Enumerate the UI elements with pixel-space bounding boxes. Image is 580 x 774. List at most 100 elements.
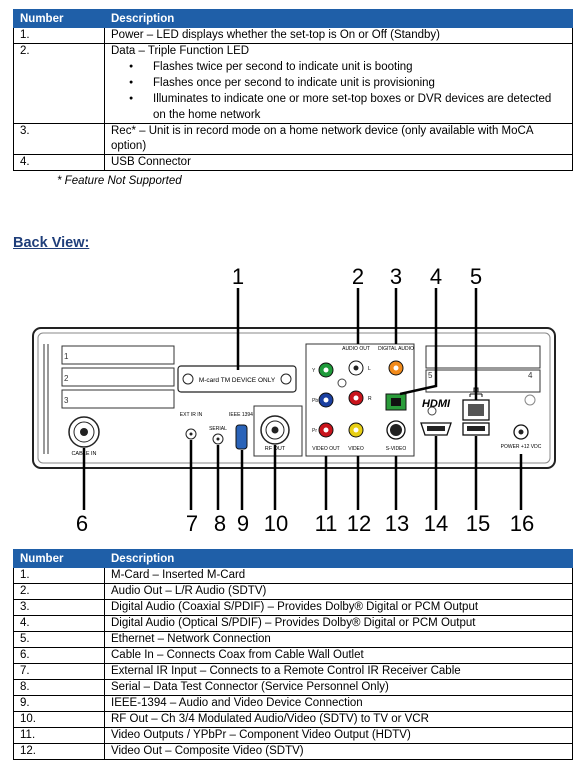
- y-label: Y: [312, 368, 316, 374]
- row-number: 1.: [13, 567, 105, 584]
- bullet-item: Illuminates to indicate one or more set-…: [129, 91, 566, 123]
- row-description: Digital Audio (Coaxial S/PDIF) – Provide…: [104, 599, 573, 616]
- row-number: 12.: [13, 743, 105, 760]
- row-number: 11.: [13, 727, 105, 744]
- row-number: 3.: [13, 123, 105, 155]
- callout-7: 7: [186, 511, 198, 536]
- video-out-label: VIDEO OUT: [312, 446, 340, 452]
- table-row: 1. Power – LED displays whether the set-…: [13, 27, 573, 44]
- table-row: 10.RF Out – Ch 3/4 Modulated Audio/Video…: [13, 711, 573, 728]
- bay-label: 5: [428, 371, 433, 380]
- front-panel-table: Number Description 1. Power – LED displa…: [13, 9, 573, 171]
- row-description: Rec* – Unit is in record mode on a home …: [104, 123, 573, 155]
- audio-out-label: AUDIO OUT: [342, 346, 370, 352]
- row-description: M-Card – Inserted M-Card: [104, 567, 573, 584]
- table-row: 11.Video Outputs / YPbPr – Component Vid…: [13, 727, 573, 744]
- row-description: RF Out – Ch 3/4 Modulated Audio/Video (S…: [104, 711, 573, 728]
- callout-1: 1: [232, 264, 244, 289]
- table-row: 3.Digital Audio (Coaxial S/PDIF) – Provi…: [13, 599, 573, 616]
- power-label: POWER +12 VDC: [501, 444, 542, 450]
- row-number: 9.: [13, 695, 105, 712]
- row-number: 4.: [13, 615, 105, 632]
- table-row: 2. Data – Triple Function LED Flashes tw…: [13, 43, 573, 124]
- row-description: Power – LED displays whether the set-top…: [104, 27, 573, 44]
- header-description: Description: [104, 9, 573, 28]
- callout-14: 14: [424, 511, 448, 536]
- hdmi-logo: HDMI: [422, 398, 451, 410]
- callout-16: 16: [510, 511, 534, 536]
- callout-11: 11: [315, 511, 338, 536]
- table-row: 6.Cable In – Connects Coax from Cable Wa…: [13, 647, 573, 664]
- row-description: Serial – Data Test Connector (Service Pe…: [104, 679, 573, 696]
- bay-label: 1: [64, 352, 69, 361]
- video-label: VIDEO: [348, 446, 364, 452]
- header-number: Number: [13, 9, 105, 28]
- back-panel-diagram: 1 2 3 4 5 6 7 8 9 10 11 12 13 14 15 16 1…: [32, 264, 556, 536]
- row-number: 2.: [13, 43, 105, 124]
- section-title: Back View:: [13, 235, 90, 251]
- footnote: * Feature Not Supported: [57, 175, 182, 187]
- back-panel-table: Number Description 1.M-Card – Inserted M…: [13, 549, 573, 760]
- pr-label: Pr: [312, 428, 317, 434]
- row-description: Video Outputs / YPbPr – Component Video …: [104, 727, 573, 744]
- callout-3: 3: [390, 264, 402, 289]
- table-row: 4. USB Connector: [13, 154, 573, 171]
- table-header-row: Number Description: [13, 549, 573, 568]
- callout-2: 2: [352, 264, 364, 289]
- serial-label: SERIAL: [209, 426, 227, 432]
- r-label: R: [368, 396, 372, 402]
- bullet-item: Flashes once per second to indicate unit…: [129, 75, 566, 91]
- row-description: Audio Out – L/R Audio (SDTV): [104, 583, 573, 600]
- ieee-label: IEEE 1394: [229, 412, 253, 418]
- table-row: 2.Audio Out – L/R Audio (SDTV): [13, 583, 573, 600]
- table-row: 8.Serial – Data Test Connector (Service …: [13, 679, 573, 696]
- callout-4: 4: [430, 264, 442, 289]
- digital-audio-label: DIGITAL AUDIO: [378, 346, 414, 352]
- row-number: 10.: [13, 711, 105, 728]
- header-description: Description: [104, 549, 573, 568]
- header-number: Number: [13, 549, 105, 568]
- callout-13: 13: [385, 511, 409, 536]
- row-description: Ethernet – Network Connection: [104, 631, 573, 648]
- mcard-label: M-card TM DEVICE ONLY: [199, 377, 276, 384]
- row-description: Data – Triple Function LED Flashes twice…: [104, 43, 573, 124]
- row-number: 2.: [13, 583, 105, 600]
- pb-label: Pb: [312, 398, 318, 404]
- callout-9: 9: [237, 511, 249, 536]
- table-row: 4.Digital Audio (Optical S/PDIF) – Provi…: [13, 615, 573, 632]
- table-row: 7.External IR Input – Connects to a Remo…: [13, 663, 573, 680]
- table-row: 3. Rec* – Unit is in record mode on a ho…: [13, 123, 573, 155]
- callout-8: 8: [214, 511, 226, 536]
- l-label: L: [368, 366, 371, 372]
- row-number: 3.: [13, 599, 105, 616]
- row-description: External IR Input – Connects to a Remote…: [104, 663, 573, 680]
- row-number: 7.: [13, 663, 105, 680]
- table-row: 9.IEEE-1394 – Audio and Video Device Con…: [13, 695, 573, 712]
- table-row: 5.Ethernet – Network Connection: [13, 631, 573, 648]
- ext-ir-label: EXT IR IN: [180, 412, 203, 418]
- table-header-row: Number Description: [13, 9, 573, 28]
- row-number: 1.: [13, 27, 105, 44]
- row-number: 6.: [13, 647, 105, 664]
- row-description: IEEE-1394 – Audio and Video Device Conne…: [104, 695, 573, 712]
- row-description: Digital Audio (Optical S/PDIF) – Provide…: [104, 615, 573, 632]
- row-number: 5.: [13, 631, 105, 648]
- bay-label: 2: [64, 374, 69, 383]
- ieee1394-port: [235, 424, 248, 450]
- row-number: 8.: [13, 679, 105, 696]
- row-description-text: Data – Triple Function LED: [111, 45, 250, 57]
- row-description: Video Out – Composite Video (SDTV): [104, 743, 573, 760]
- row-number: 4.: [13, 154, 105, 171]
- callout-5: 5: [470, 264, 482, 289]
- row-description: USB Connector: [104, 154, 573, 171]
- row-description: Cable In – Connects Coax from Cable Wall…: [104, 647, 573, 664]
- callout-15: 15: [466, 511, 490, 536]
- table-row: 12.Video Out – Composite Video (SDTV): [13, 743, 573, 760]
- callout-6: 6: [76, 511, 88, 536]
- table-row: 1.M-Card – Inserted M-Card: [13, 567, 573, 584]
- bay-label: 4: [528, 371, 533, 380]
- bullet-item: Flashes twice per second to indicate uni…: [129, 59, 566, 75]
- callout-10: 10: [264, 511, 288, 536]
- bullet-list: Flashes twice per second to indicate uni…: [111, 59, 566, 123]
